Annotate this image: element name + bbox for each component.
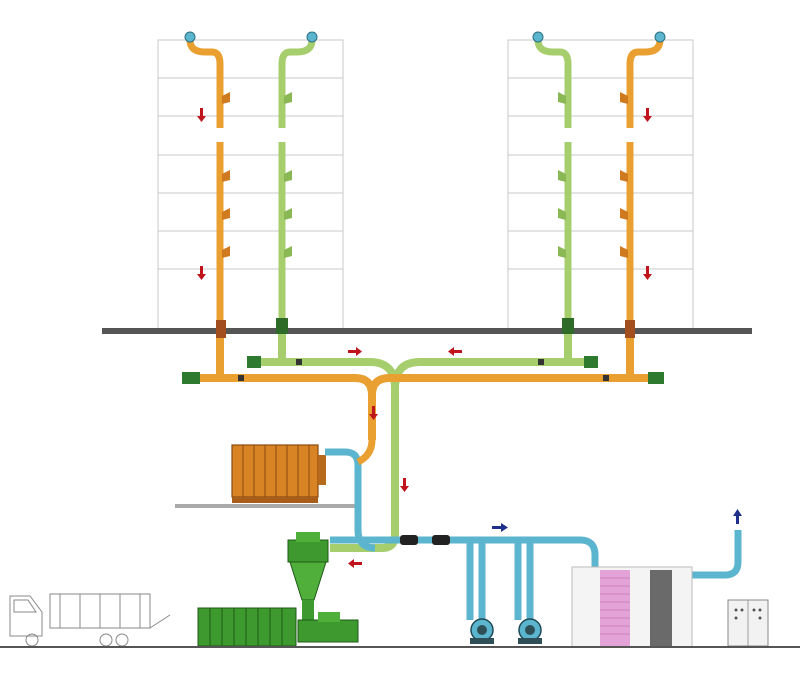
pipe-joints [238, 359, 609, 381]
flow-arrow-horizontal-icon [348, 347, 462, 568]
waste-container-orange [175, 444, 360, 508]
control-cabinet [727, 599, 769, 647]
section-valves [182, 356, 664, 384]
exhaust-fan-1 [470, 618, 494, 644]
flow-arrow-down-icon [197, 108, 652, 492]
flow-arrow-exhaust-icon [492, 509, 742, 532]
exhaust-fan-2 [518, 618, 542, 644]
collection-truck [9, 593, 171, 647]
basement-slab [102, 328, 752, 334]
compactor [297, 612, 359, 643]
exhaust-silencers [400, 535, 450, 545]
chute-orange-left [184, 31, 230, 338]
duct-green-main [258, 334, 590, 552]
duct-orange-main [200, 338, 648, 440]
duct-blue-container [325, 448, 376, 552]
chute-orange-right [620, 31, 666, 338]
chute-green-right [532, 31, 574, 334]
waste-container-green [197, 607, 297, 647]
building-right [507, 39, 694, 331]
duct-blue-exhaust [330, 530, 742, 620]
cyclone-separator [287, 532, 329, 622]
ground-line [0, 646, 800, 648]
filter-unit [571, 566, 693, 648]
building-left [157, 39, 344, 331]
chute-green-left [276, 31, 318, 334]
